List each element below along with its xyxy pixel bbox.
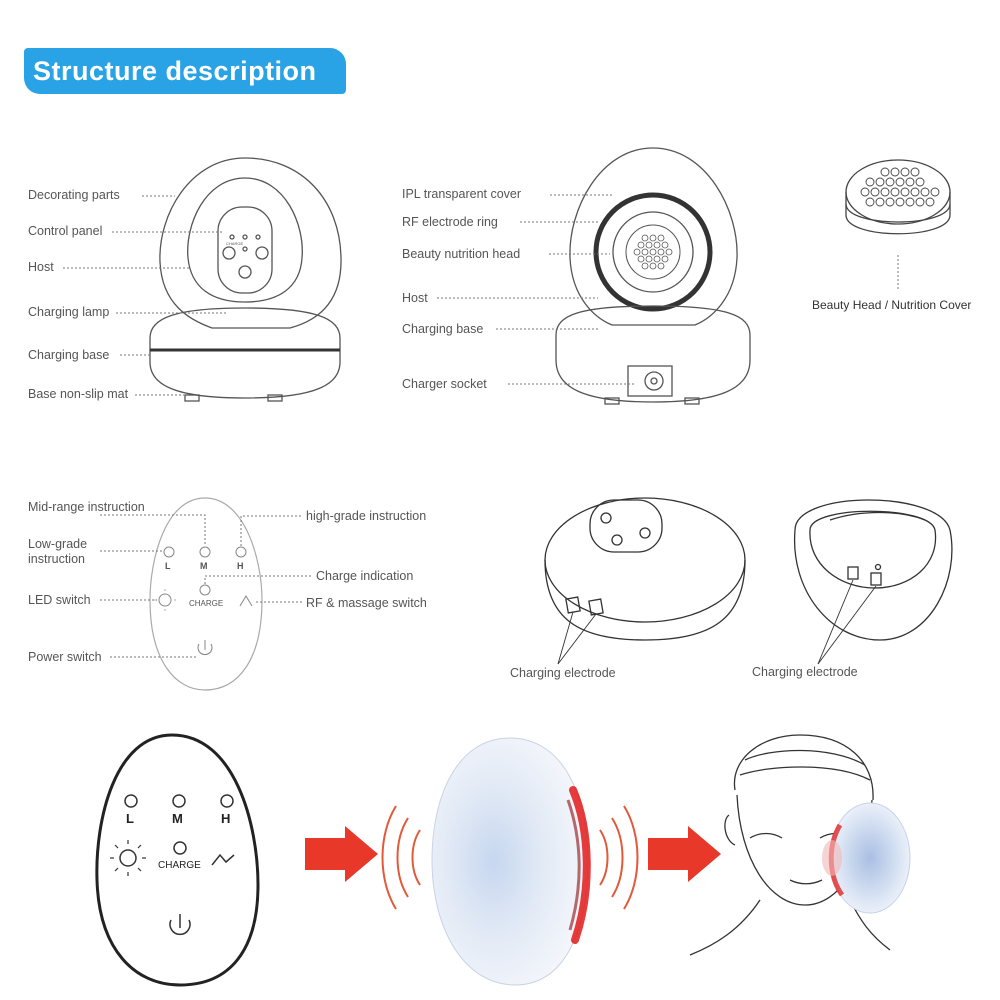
caption-charging-electrode-left: Charging electrode bbox=[510, 666, 616, 680]
button-h-label: H bbox=[237, 561, 244, 571]
label-mid-range: Mid-range instruction bbox=[28, 500, 145, 514]
label-decorating-parts: Decorating parts bbox=[28, 188, 120, 202]
charge-label: CHARGE bbox=[189, 599, 224, 608]
bottom-h-label: H bbox=[221, 811, 231, 826]
caption-charging-electrode-right: Charging electrode bbox=[752, 665, 858, 679]
label-high-grade: high-grade instruction bbox=[306, 509, 427, 523]
button-m-label: M bbox=[200, 561, 208, 571]
label-charger-socket: Charger socket bbox=[402, 377, 487, 391]
arrow-icon bbox=[305, 826, 378, 882]
cover-honeycomb bbox=[860, 167, 940, 207]
bottom-charge-label: CHARGE bbox=[158, 860, 201, 871]
label-charge-indication: Charge indication bbox=[316, 569, 414, 583]
label-charging-base: Charging base bbox=[28, 348, 110, 362]
bottom-m-label: M bbox=[172, 811, 183, 826]
label-host: Host bbox=[28, 260, 54, 274]
led-icon-rays bbox=[110, 840, 146, 876]
bottom-l-label: L bbox=[126, 811, 134, 826]
label-charging-lamp: Charging lamp bbox=[28, 305, 110, 319]
section-banner: Structure description bbox=[24, 48, 346, 94]
label-beauty-head-cover: Beauty Head / Nutrition Cover bbox=[812, 298, 972, 312]
label-rf-massage-switch: RF & massage switch bbox=[306, 596, 427, 610]
label-power-switch: Power switch bbox=[28, 650, 102, 664]
vibration-waves bbox=[381, 805, 639, 910]
label-low-grade: Low-grade instruction bbox=[28, 537, 88, 566]
page-title: Structure description bbox=[33, 56, 317, 86]
label-rf-ring: RF electrode ring bbox=[402, 215, 498, 229]
mini-charge-label: CHARGE bbox=[226, 241, 244, 246]
label-host-2: Host bbox=[402, 291, 428, 305]
label-control-panel: Control panel bbox=[28, 224, 103, 238]
arrow-icon bbox=[648, 826, 721, 882]
button-l-label: L bbox=[165, 561, 171, 571]
label-base-non-slip-mat: Base non-slip mat bbox=[28, 387, 129, 401]
label-ipl-cover: IPL transparent cover bbox=[402, 187, 522, 201]
label-charging-base-2: Charging base bbox=[402, 322, 484, 336]
massager-device bbox=[431, 737, 589, 986]
label-nutrition-head: Beauty nutrition head bbox=[402, 247, 521, 261]
label-led-switch: LED switch bbox=[28, 593, 91, 607]
honeycomb-pattern bbox=[633, 234, 673, 270]
